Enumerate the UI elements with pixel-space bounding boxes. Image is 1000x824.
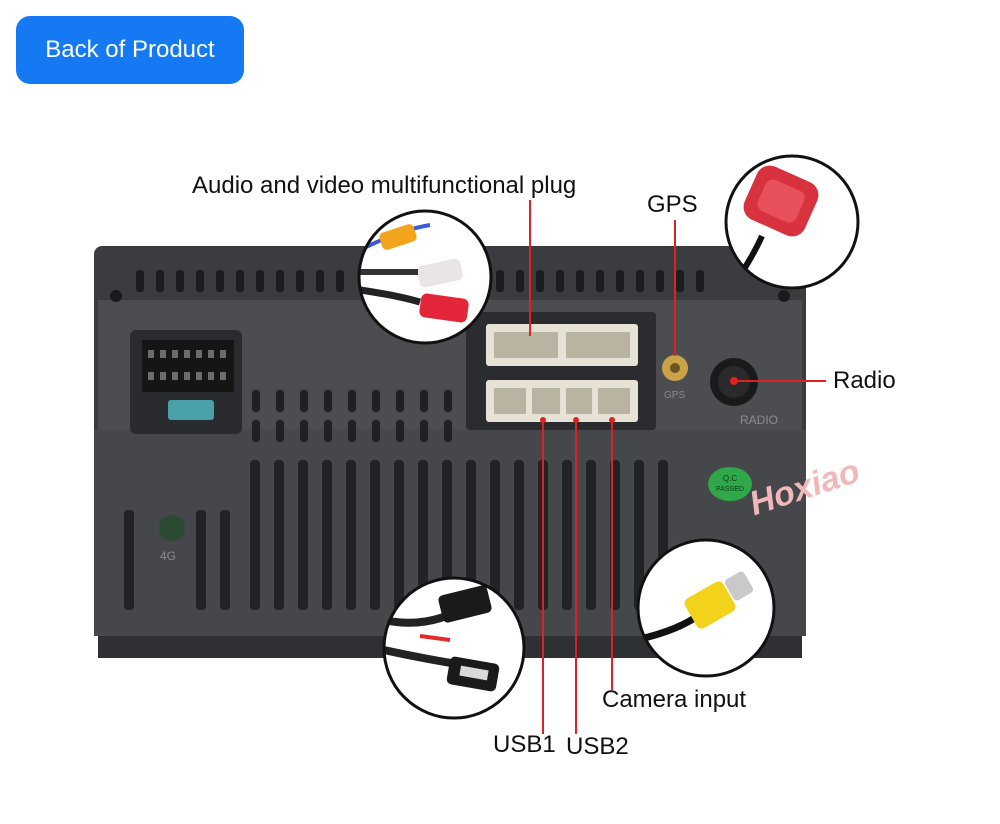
- panel-gps-text: GPS: [664, 390, 685, 401]
- label-camera-input: Camera input: [602, 686, 747, 713]
- label-usb1: USB1: [493, 731, 556, 758]
- label-av-plug: Audio and video multifunctional plug: [192, 172, 577, 199]
- leader-lines: [529, 200, 826, 734]
- rca-cable-icon: [357, 209, 493, 345]
- usb-cable-icon: [382, 576, 526, 720]
- qc-sticker-line1: Q.C: [723, 474, 737, 483]
- gps-antenna-icon: [724, 154, 860, 290]
- panel-4g-text: 4G: [160, 549, 176, 563]
- label-gps: GPS: [647, 191, 698, 218]
- rca-camera-connector-icon: [636, 538, 776, 678]
- label-usb2: USB2: [566, 733, 629, 760]
- label-radio: Radio: [833, 367, 896, 394]
- qc-sticker-line2: PASSED: [716, 486, 744, 493]
- back-of-product-badge: Back of Product: [16, 16, 244, 84]
- panel-radio-text: RADIO: [740, 413, 778, 427]
